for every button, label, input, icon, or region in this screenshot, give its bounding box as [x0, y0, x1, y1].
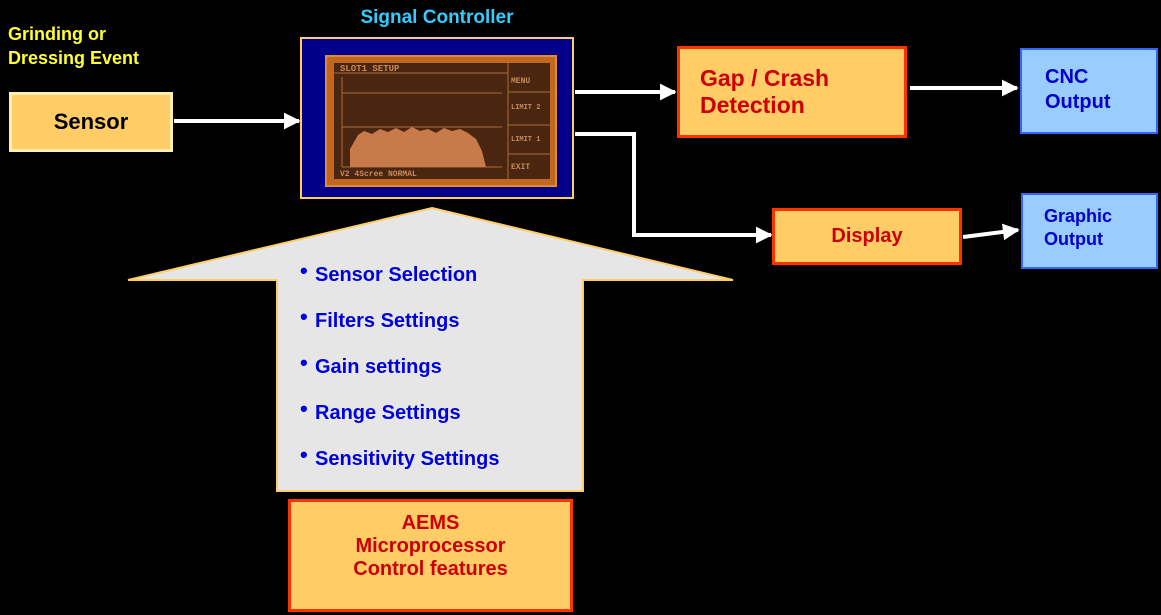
settings-item: • Filters Settings	[300, 301, 590, 347]
gap-crash-detection-box: Gap / Crash Detection	[677, 46, 907, 138]
graphic-line2: Output	[1044, 229, 1103, 249]
settings-item-label: Gain settings	[315, 356, 442, 378]
controller-screen: SLOT1 SETUP MENU LIMIT 2 LIMIT 1 EXIT V2…	[325, 55, 557, 187]
screen-footer: V2 4Scree NORMAL	[340, 170, 417, 179]
aems-line2: Microprocessor	[355, 535, 506, 557]
aems-line3: Control features	[353, 558, 508, 580]
settings-item: • Gain settings	[300, 347, 590, 393]
settings-list: • Sensor Selection • Filters Settings • Gai…	[300, 255, 590, 485]
signal-waveform	[350, 127, 486, 167]
display-box: Display	[772, 208, 962, 265]
aems-box: AEMS Microprocessor Control features	[288, 499, 573, 612]
gap-line1: Gap / Crash	[700, 65, 830, 91]
graphic-line1: Graphic	[1044, 206, 1113, 226]
bullet-icon: •	[300, 304, 308, 329]
screen-menu-3: EXIT	[511, 163, 530, 172]
settings-item: • Sensitivity Settings	[300, 439, 590, 485]
arrow-display-to-graphic	[962, 223, 1020, 241]
signal-controller: SLOT1 SETUP MENU LIMIT 2 LIMIT 1 EXIT V2…	[300, 37, 574, 199]
sensor-box: Sensor	[9, 92, 173, 152]
bullet-icon: •	[300, 442, 308, 467]
settings-item: • Range Settings	[300, 393, 590, 439]
screen-menu-0: MENU	[511, 77, 530, 86]
settings-item-label: Sensitivity Settings	[315, 448, 500, 470]
aems-line1: AEMS	[401, 512, 460, 534]
signal-controller-title: Signal Controller	[360, 7, 514, 28]
gap-line2: Detection	[700, 92, 805, 118]
screen-menu-2: LIMIT 1	[511, 136, 540, 144]
bullet-icon: •	[300, 350, 308, 375]
cnc-line1: CNC	[1045, 66, 1089, 88]
cnc-output-box: CNC Output	[1020, 48, 1158, 134]
event-label-line2: Dressing Event	[8, 48, 140, 68]
bullet-icon: •	[300, 258, 308, 283]
screen-header: SLOT1 SETUP	[340, 64, 400, 74]
screen-menu-1: LIMIT 2	[511, 104, 540, 112]
display-label: Display	[831, 225, 903, 247]
cnc-line2: Output	[1045, 91, 1111, 113]
graphic-output-box: Graphic Output	[1021, 193, 1158, 269]
bullet-icon: •	[300, 396, 308, 421]
settings-up-arrow	[127, 206, 734, 492]
sensor-label: Sensor	[53, 109, 129, 134]
event-label-line1: Grinding or	[8, 24, 106, 44]
settings-item-label: Filters Settings	[315, 310, 460, 332]
event-label: Grinding or Dressing Event	[8, 22, 139, 70]
settings-item-label: Sensor Selection	[315, 264, 478, 286]
arrow-controller-to-display	[575, 132, 773, 244]
settings-item-label: Range Settings	[315, 402, 461, 424]
settings-item: • Sensor Selection	[300, 255, 590, 301]
